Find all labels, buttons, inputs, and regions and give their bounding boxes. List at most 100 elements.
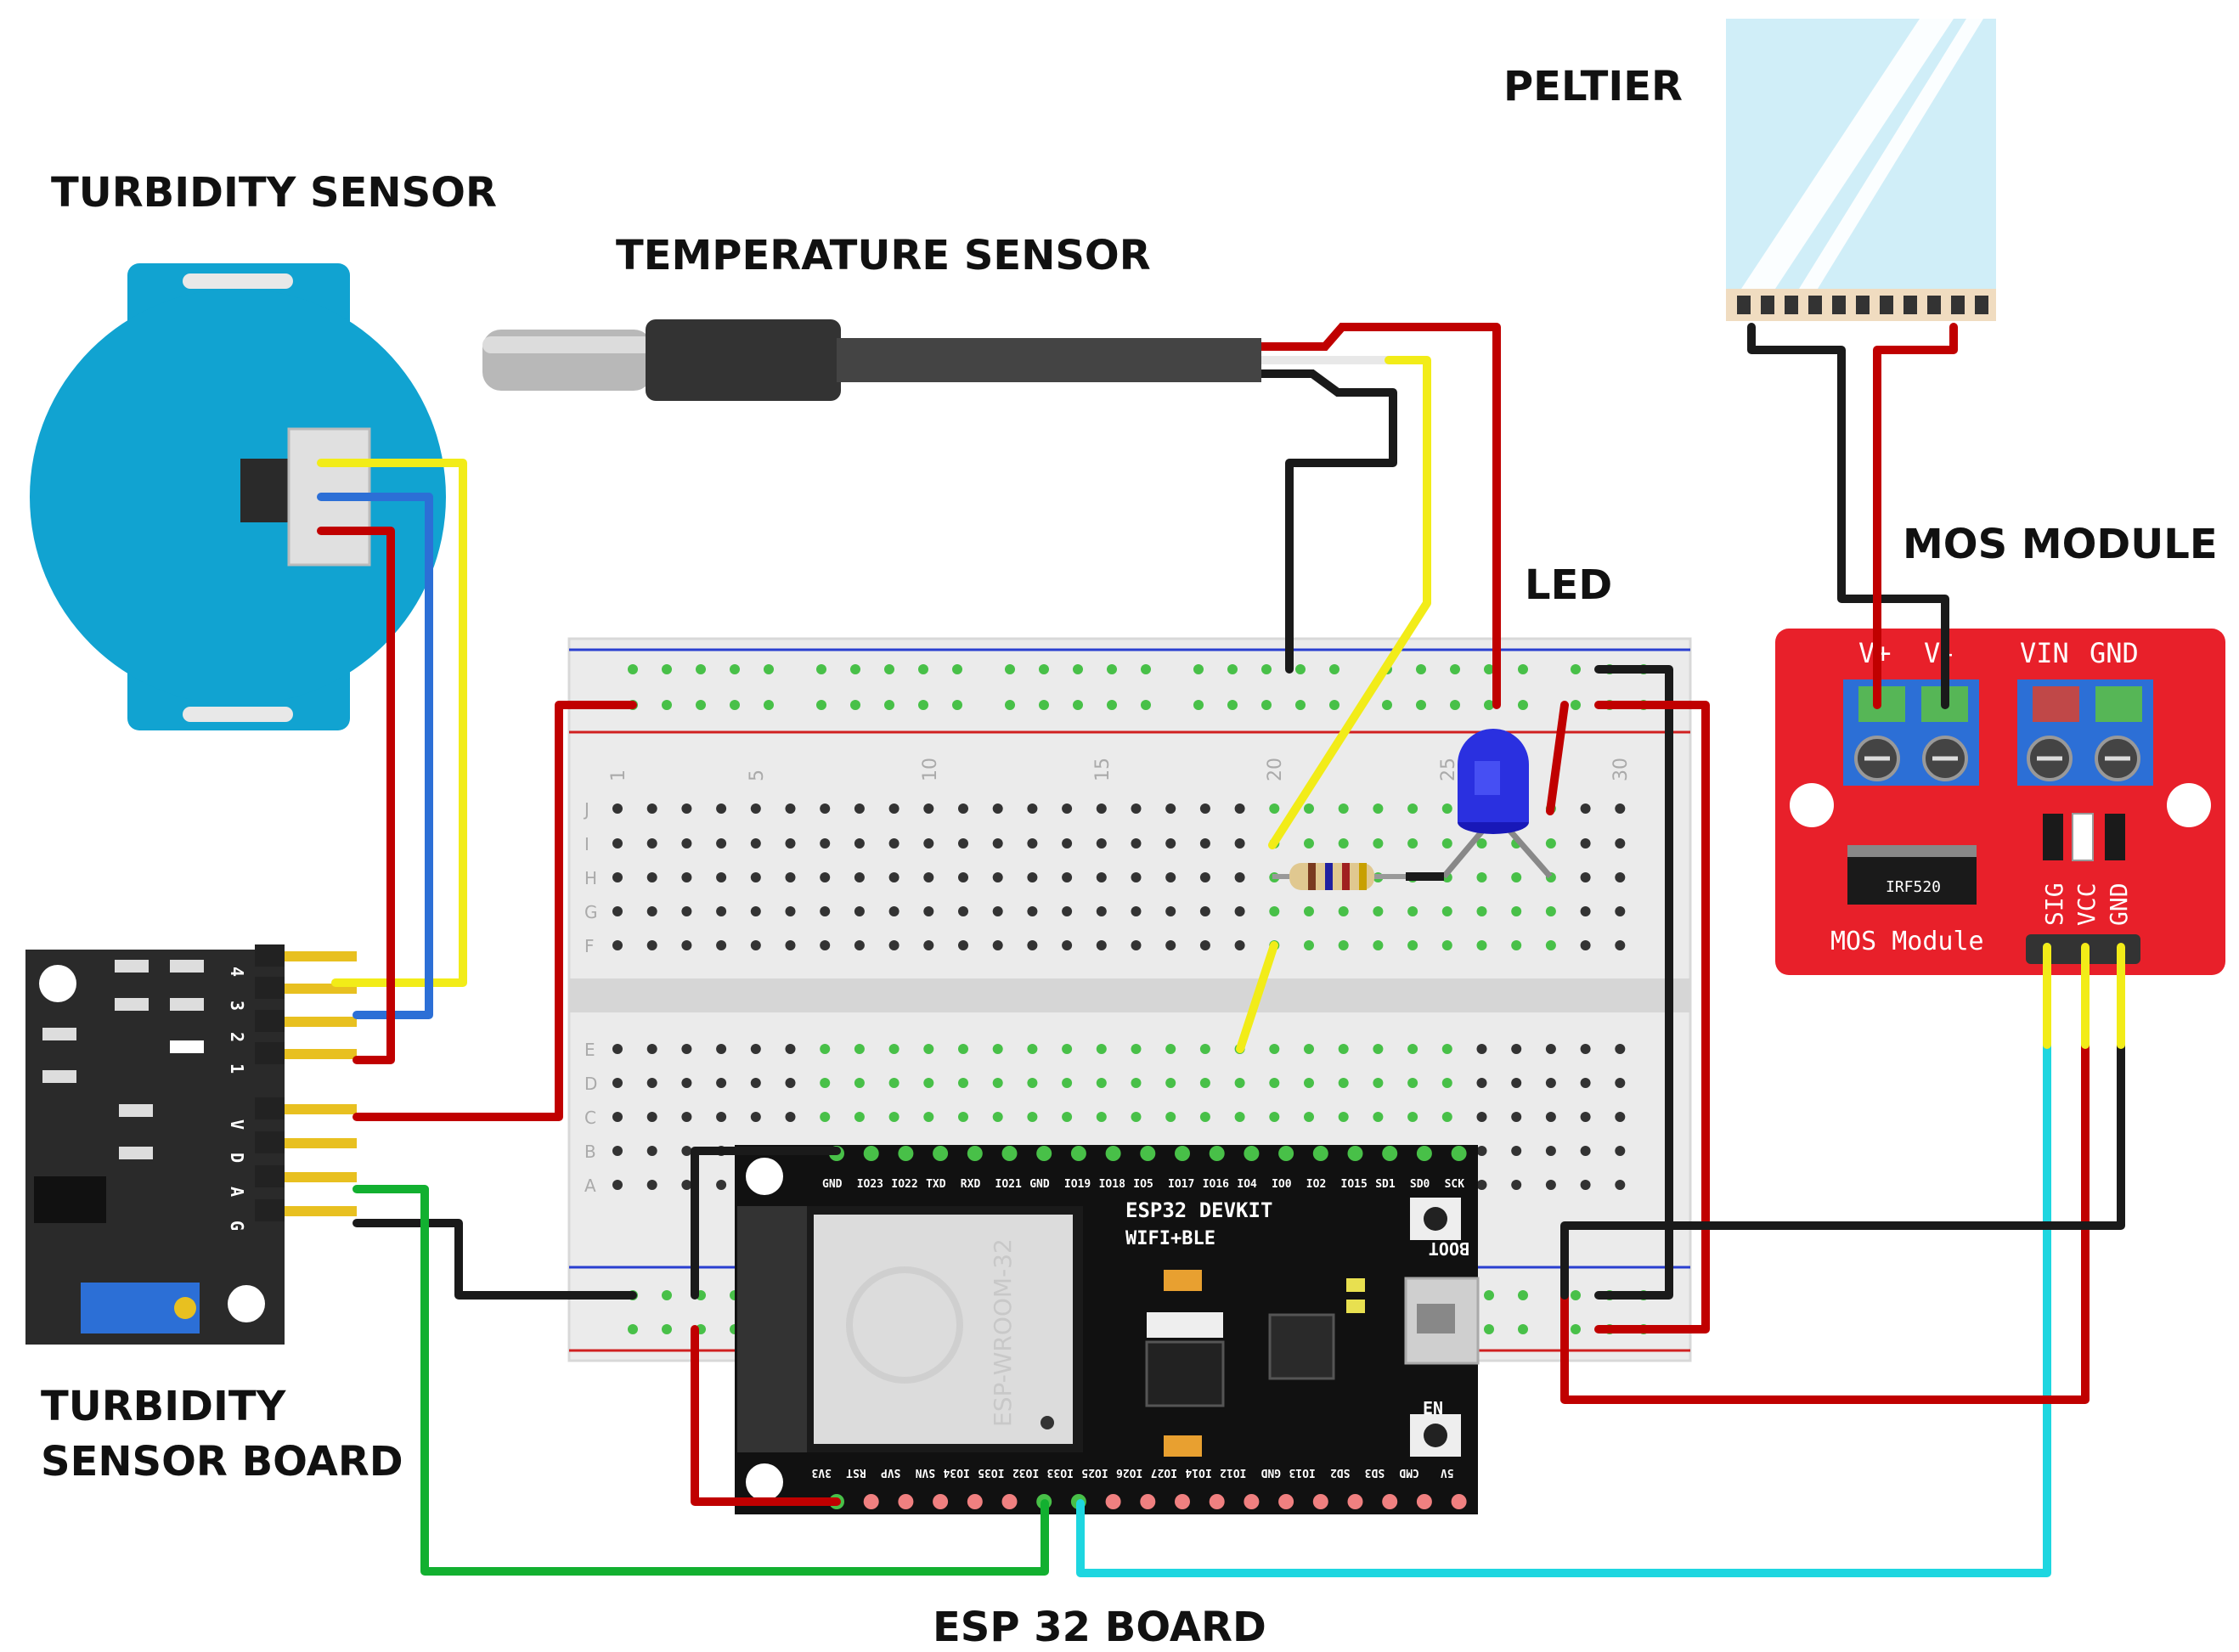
board-pin-label: G [227,1221,247,1231]
breadboard-hole [785,838,796,849]
en-button-label: EN [1423,1398,1443,1418]
breadboard-hole [1304,940,1314,950]
esp32-title: ESP32 DEVKIT [1125,1198,1272,1222]
peltier-cell [1880,296,1893,314]
esp32-top-pin-label: GND [822,1178,843,1191]
esp32-top-pin-label: IO5 [1133,1178,1153,1191]
breadboard-hole [1580,1044,1591,1054]
esp32-bottom-pin-label: IO34 [943,1466,969,1479]
breadboard-hole [750,906,761,916]
resistor [1272,863,1444,890]
column-number: 5 [747,770,768,781]
breadboard-row-label: D [584,1074,597,1094]
breadboard-hole [750,940,761,950]
breadboard-hole [612,940,623,950]
breadboard-hole [1062,1112,1073,1122]
breadboard-hole [1234,906,1245,916]
peltier-cell [1927,296,1941,314]
breadboard-hole [716,872,727,882]
breadboard-hole [992,940,1003,950]
breadboard-hole [1269,1112,1280,1122]
peltier-cells [1737,296,1988,314]
breadboard-hole [1199,1078,1210,1088]
breadboard-hole [1441,940,1452,950]
esp32-top-pin-label: SCK [1445,1178,1465,1191]
breadboard-hole [958,906,968,916]
breadboard-hole [888,838,900,849]
breadboard-rail-hole [1571,700,1581,710]
mos-terminal-label: VIN [2020,637,2069,669]
esp32-bottom-pin [1347,1494,1363,1509]
esp32-bottom-pin-label: RST [846,1466,866,1479]
breadboard-hole [1511,1044,1522,1054]
breadboard-rail-hole [884,700,894,710]
pin-header-base [255,1199,285,1221]
breadboard-rail-hole [1484,1324,1494,1334]
breadboard-hole [1476,1078,1487,1088]
breadboard-hole [1338,940,1349,950]
breadboard-hole [646,838,657,849]
breadboard-hole [750,803,761,814]
breadboard-hole [958,803,968,814]
breadboard-hole [1476,838,1487,849]
peltier-cell [1975,296,1988,314]
breadboard-hole [1304,1078,1314,1088]
esp32-top-pin-label: SD1 [1375,1178,1396,1191]
breadboard-rail-hole [1416,664,1426,674]
breadboard-rail-hole [1295,700,1306,710]
breadboard-hole [1580,872,1591,882]
breadboard-hole [612,906,623,916]
breadboard-hole [1062,940,1073,950]
breadboard-hole [1545,1112,1556,1122]
breadboard-hole [1511,872,1522,882]
mos-module-board-label: MOS Module [1830,927,1984,956]
column-number: 30 [1610,758,1632,781]
label-mos-module: MOS MODULE [1903,521,2218,568]
peltier-cell [1761,296,1774,314]
wire-yellow-temp-data [1268,356,1431,849]
breadboard-hole [646,1044,657,1054]
esp32-top-pin [1105,1146,1121,1161]
esp32-top-pin [1244,1146,1260,1161]
breadboard-hole [1476,1112,1487,1122]
breadboard-hole [1096,940,1107,950]
breadboard-hole [820,1078,831,1088]
breadboard-hole [1131,1044,1142,1054]
esp32-top-pin-label: IO23 [857,1178,883,1191]
breadboard-hole [681,1044,692,1054]
breadboard-rail-hole [1107,700,1117,710]
breadboard-hole [646,1180,657,1190]
esp32-top-pin-label: TXD [926,1178,946,1191]
breadboard-hole [612,1078,623,1088]
breadboard-hole [1096,906,1107,916]
breadboard-hole [1234,872,1245,882]
breadboard-rail-hole [1295,664,1306,674]
breadboard-hole [820,940,831,950]
breadboard-hole [1199,838,1210,849]
breadboard-hole [1615,1044,1626,1054]
esp32-bottom-pin [1451,1494,1467,1509]
pin-header-base [255,1097,285,1119]
breadboard-rail-hole [1141,700,1151,710]
breadboard-hole [1304,838,1314,849]
breadboard-rail-hole [1484,700,1494,710]
breadboard-hole [1131,803,1142,814]
breadboard-hole [854,940,865,950]
breadboard-row-label: G [584,902,598,922]
esp32-top-pin [863,1146,879,1161]
breadboard-hole [992,1044,1003,1054]
board-pin-label: V [227,1119,247,1130]
board-pin-label: 1 [227,1063,247,1074]
breadboard-hole [681,1078,692,1088]
led [1441,729,1553,879]
esp32-top-pin [1451,1146,1467,1161]
esp32-top-pin-label: GND [1029,1178,1050,1191]
esp32-top-pin [1312,1146,1328,1161]
breadboard-hole [1199,940,1210,950]
label-turbidity-board-line2: SENSOR BOARD [41,1438,403,1486]
breadboard-hole [646,1112,657,1122]
breadboard-hole [888,803,900,814]
esp32-top-pin [1382,1146,1398,1161]
breadboard-hole [820,872,831,882]
